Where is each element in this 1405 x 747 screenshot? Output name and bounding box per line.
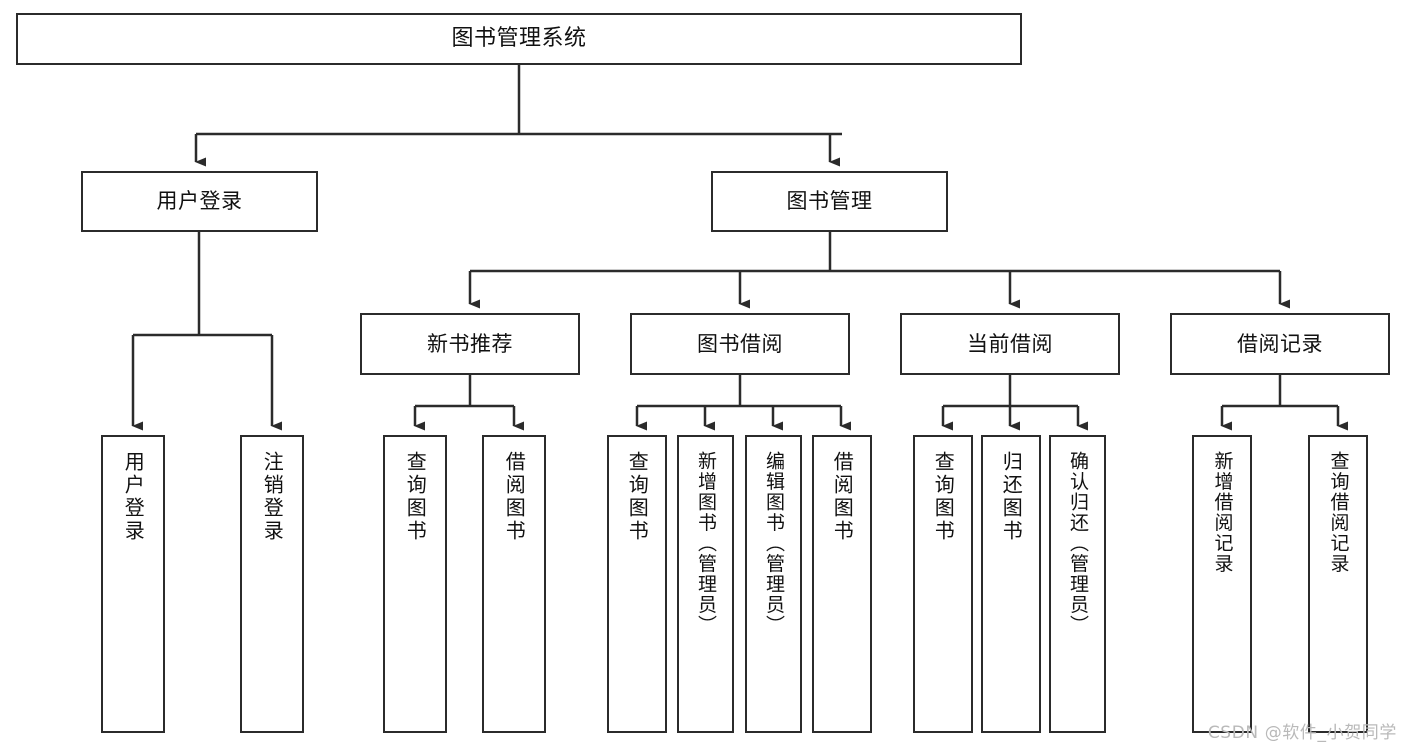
leaf-borrow-record-add-record[interactable]: 新增借阅记录 [1192,435,1252,733]
node-label: 图书管理 [786,189,873,214]
node-label: 借阅图书 [502,451,527,543]
leaf-user-login-logout[interactable]: 注销登录 [240,435,304,733]
node-label: 归还图书 [999,451,1024,543]
node-root-book-management-system[interactable]: 图书管理系统 [16,13,1022,65]
node-label: 当前借阅 [967,331,1053,356]
node-label: 确认归还（管理员） [1067,451,1090,636]
leaf-current-borrow-query-book[interactable]: 查询图书 [913,435,973,733]
node-label: 查询借阅记录 [1327,451,1350,574]
leaf-current-borrow-return-book[interactable]: 归还图书 [981,435,1041,733]
node-label: 编辑图书（管理员） [763,451,786,636]
node-label: 新增借阅记录 [1211,451,1234,574]
node-label: 用户登录 [156,189,243,214]
node-label: 查询图书 [403,451,428,543]
node-label: 借阅记录 [1237,331,1323,356]
node-book-borrow[interactable]: 图书借阅 [630,313,850,375]
node-book-management[interactable]: 图书管理 [711,171,948,232]
node-label: 图书管理系统 [451,26,587,52]
leaf-book-borrow-add-book-admin[interactable]: 新增图书（管理员） [677,435,734,733]
node-label: 用户登录 [121,451,146,543]
leaf-book-borrow-edit-book-admin[interactable]: 编辑图书（管理员） [745,435,802,733]
node-new-book-recommend[interactable]: 新书推荐 [360,313,580,375]
leaf-book-borrow-query-book[interactable]: 查询图书 [607,435,667,733]
leaf-current-borrow-confirm-return-admin[interactable]: 确认归还（管理员） [1049,435,1106,733]
node-label: 注销登录 [260,451,285,543]
leaf-user-login-login[interactable]: 用户登录 [101,435,165,733]
node-user-login[interactable]: 用户登录 [81,171,318,232]
node-current-borrow[interactable]: 当前借阅 [900,313,1120,375]
node-borrow-record[interactable]: 借阅记录 [1170,313,1390,375]
node-label: 新增图书（管理员） [695,451,718,636]
node-label: 图书借阅 [697,331,783,356]
node-label: 新书推荐 [427,331,513,356]
node-label: 查询图书 [931,451,956,543]
node-label: 借阅图书 [830,451,855,543]
leaf-borrow-record-query-record[interactable]: 查询借阅记录 [1308,435,1368,733]
leaf-new-book-query-book[interactable]: 查询图书 [383,435,447,733]
leaf-book-borrow-borrow-book[interactable]: 借阅图书 [812,435,872,733]
leaf-new-book-borrow-book[interactable]: 借阅图书 [482,435,546,733]
node-label: 查询图书 [625,451,650,543]
